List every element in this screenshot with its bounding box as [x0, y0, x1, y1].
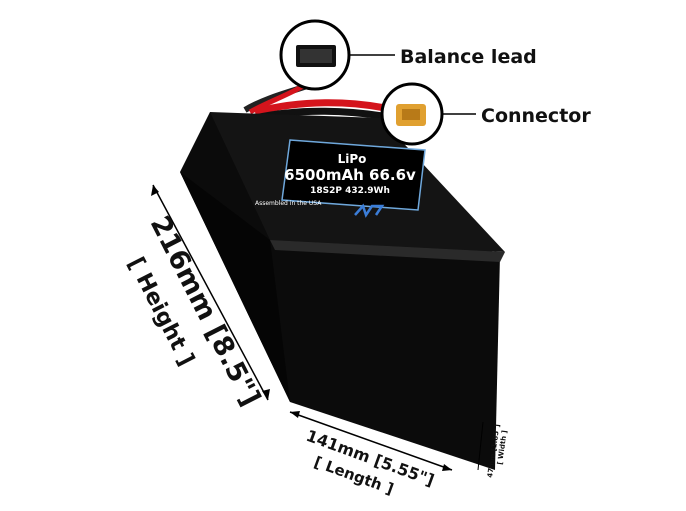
label-capacity: 6500mAh 66.6v — [284, 166, 416, 184]
balance-lead-label: Balance lead — [400, 46, 537, 68]
battery-label: LiPo 6500mAh 66.6v 18S2P 432.9Wh Assembl… — [255, 139, 426, 218]
connector-label: Connector — [481, 105, 591, 127]
label-chemistry: LiPo — [338, 152, 367, 166]
label-config: 18S2P 432.9Wh — [310, 186, 390, 196]
balance-lead-callout: Balance lead — [279, 19, 537, 91]
connector-callout: Connector — [380, 82, 591, 146]
label-assembled: Assembled in the USA — [255, 200, 322, 207]
brand-logo — [354, 203, 385, 218]
